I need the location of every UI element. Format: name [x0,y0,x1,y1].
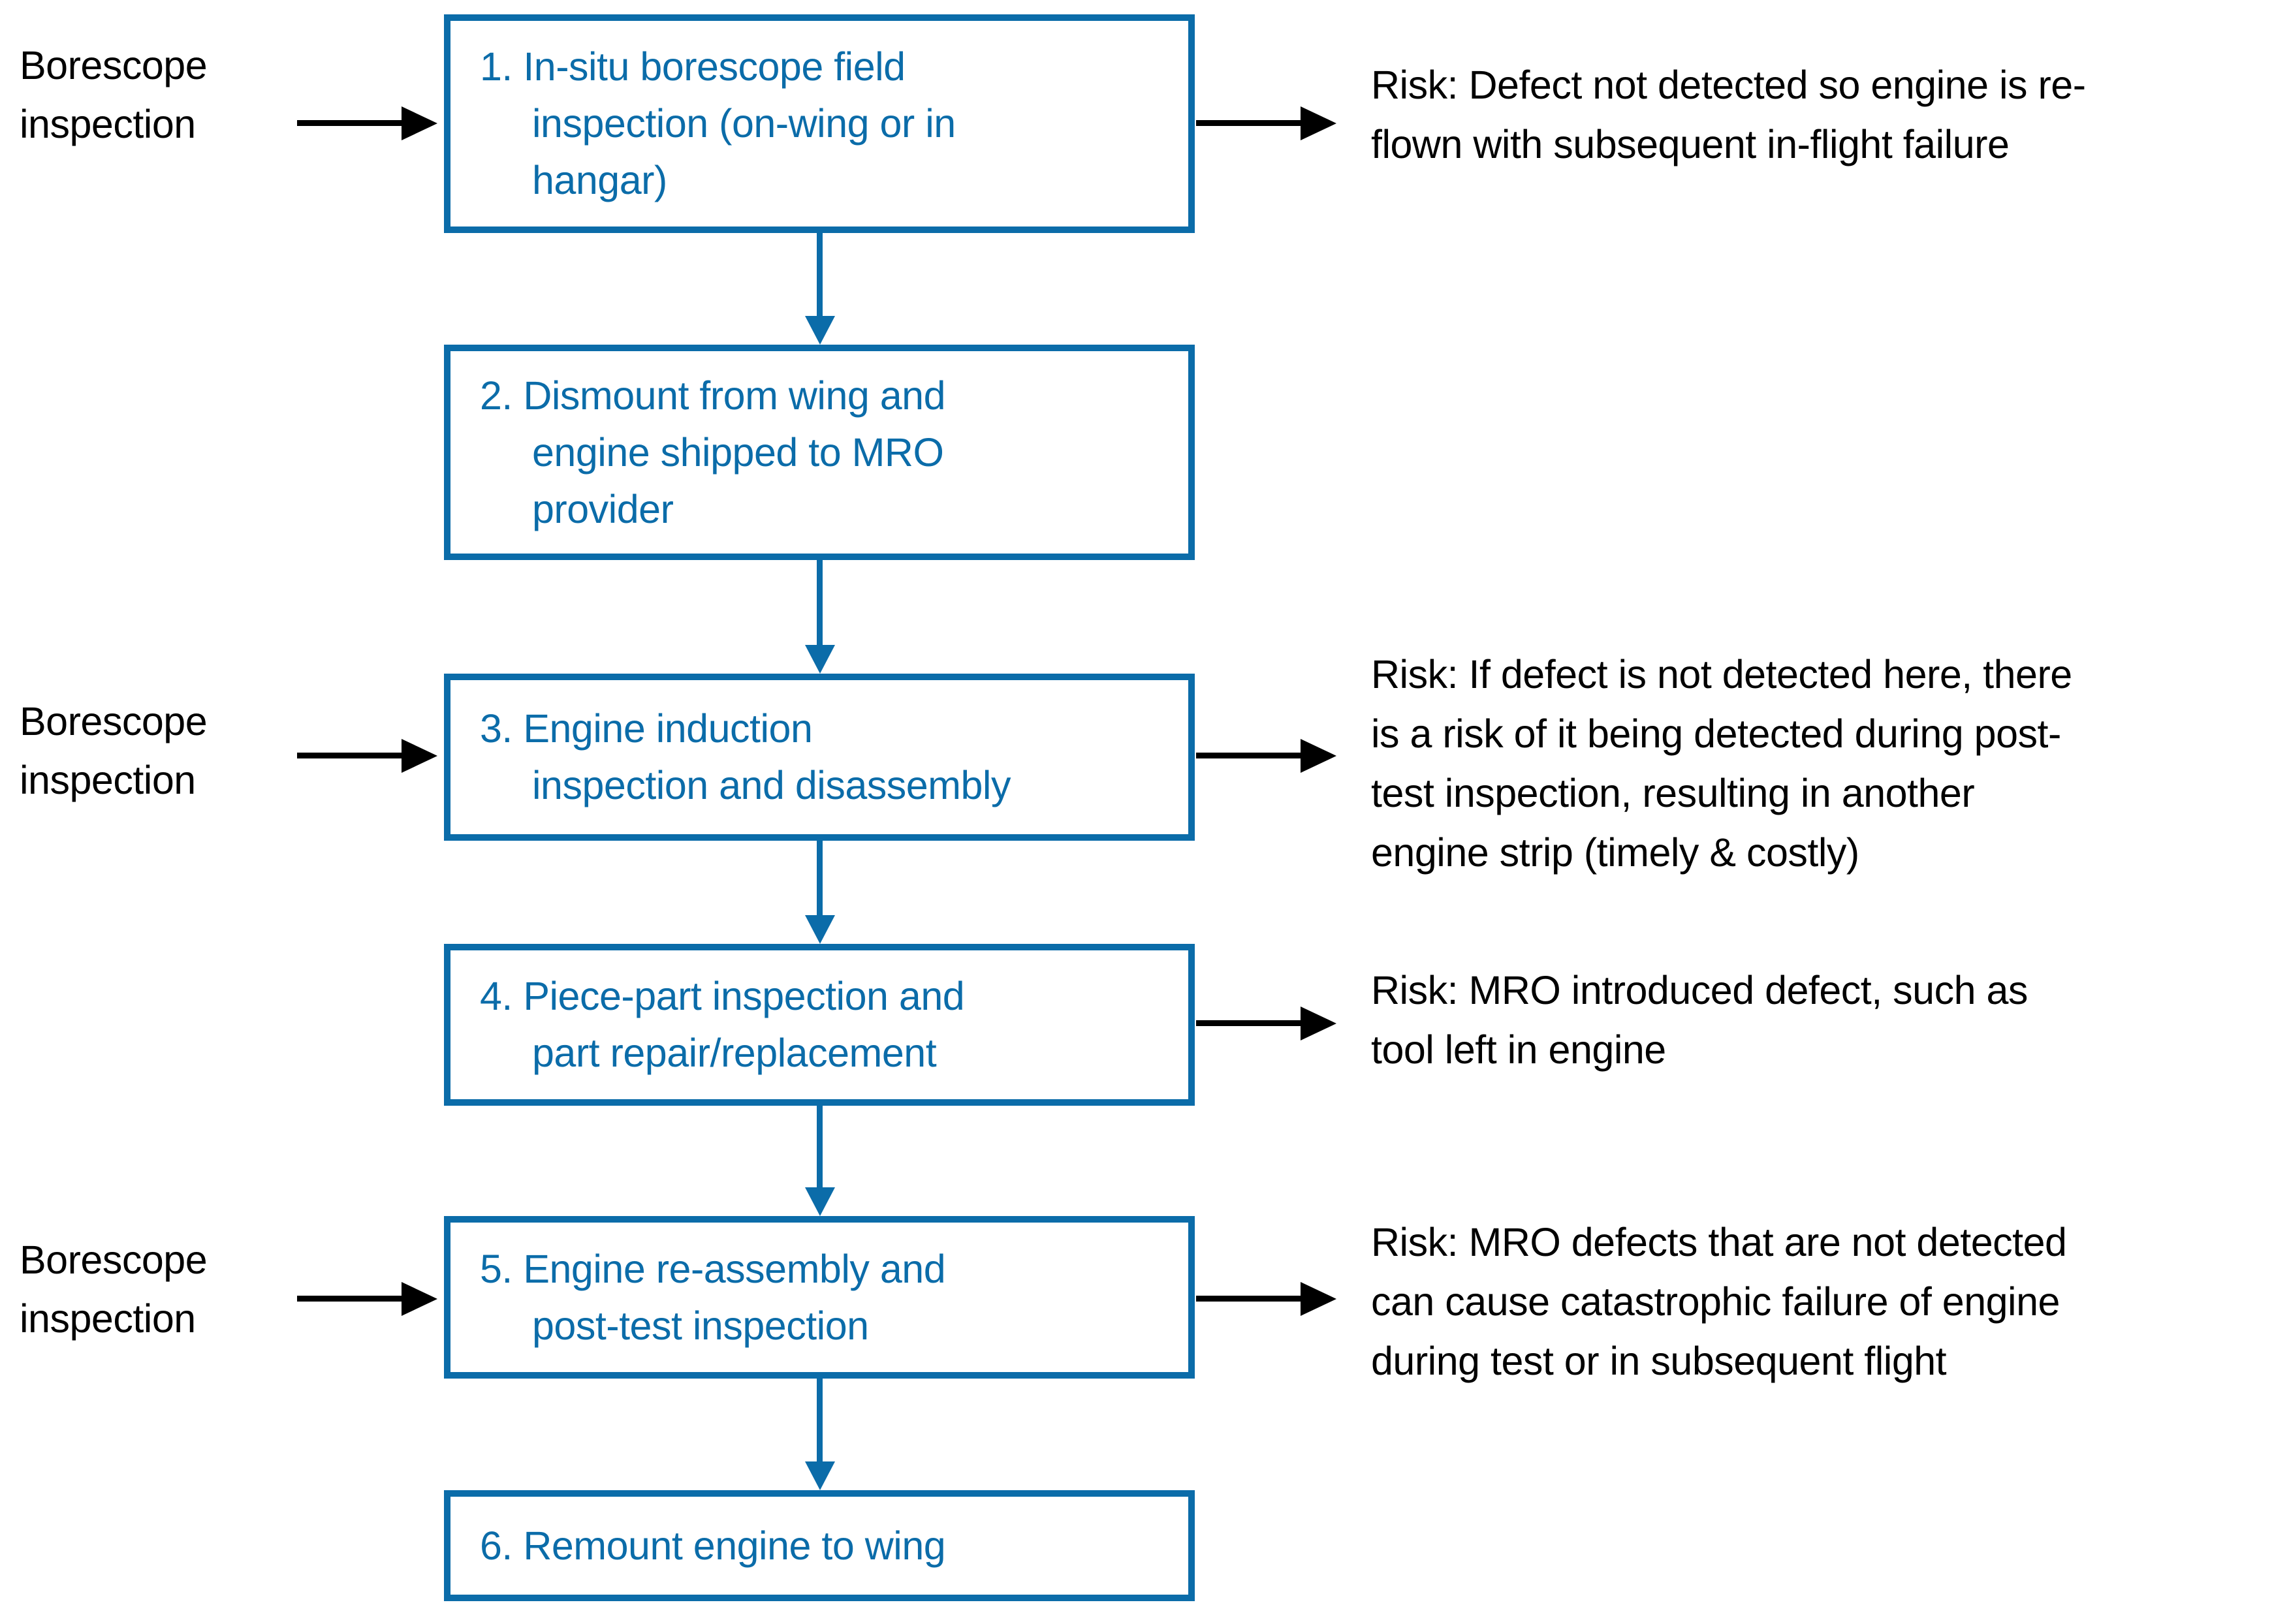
step1-box: 1. In-situ borescope field inspection (o… [444,14,1195,233]
arrow-step3-to-risk3 [1196,753,1301,758]
arrow-step1-to-step2 [817,233,823,316]
step4-box: 4. Piece-part inspection and part repair… [444,944,1195,1106]
arrow-borescope-to-step3 [297,753,402,758]
arrow-step2-to-step3 [817,560,823,645]
borescope-inspection-label-step3: Borescope inspection [20,699,208,802]
risk4-text: Risk: MRO introduced defect, such as too… [1371,968,2028,1072]
risk3-text: Risk: If defect is not detected here, th… [1371,652,2072,875]
borescope-inspection-label-step1: Borescope inspection [20,43,208,146]
step3-box: 3. Engine induction inspection and disas… [444,674,1195,841]
step6-box: 6. Remount engine to wing [444,1490,1195,1601]
step6-box-label: 6. Remount engine to wing [480,1523,946,1568]
arrow-borescope-to-step1 [297,120,402,126]
arrow-step3-to-step4 [817,841,823,915]
step2-box-label: 2. Dismount from wing and engine shipped… [480,373,946,531]
arrow-step5-to-step6 [817,1379,823,1461]
borescope-inspection-label-step5: Borescope inspection [20,1238,208,1341]
arrow-borescope-to-step5 [297,1296,402,1302]
risk5-text: Risk: MRO defects that are not detected … [1371,1220,2067,1383]
step5-box-label: 5. Engine re-assembly and post-test insp… [480,1246,946,1348]
arrow-step4-to-step5 [817,1106,823,1187]
step2-box: 2. Dismount from wing and engine shipped… [444,345,1195,560]
step1-box-label: 1. In-situ borescope field inspection (o… [480,44,956,202]
arrow-step4-to-risk4 [1196,1020,1301,1026]
arrow-step1-to-risk1 [1196,120,1301,126]
step4-box-label: 4. Piece-part inspection and part repair… [480,974,965,1075]
risk1-text: Risk: Defect not detected so engine is r… [1371,63,2086,166]
step5-box: 5. Engine re-assembly and post-test insp… [444,1216,1195,1379]
arrow-step5-to-risk5 [1196,1296,1301,1302]
step3-box-label: 3. Engine induction inspection and disas… [480,706,1011,807]
